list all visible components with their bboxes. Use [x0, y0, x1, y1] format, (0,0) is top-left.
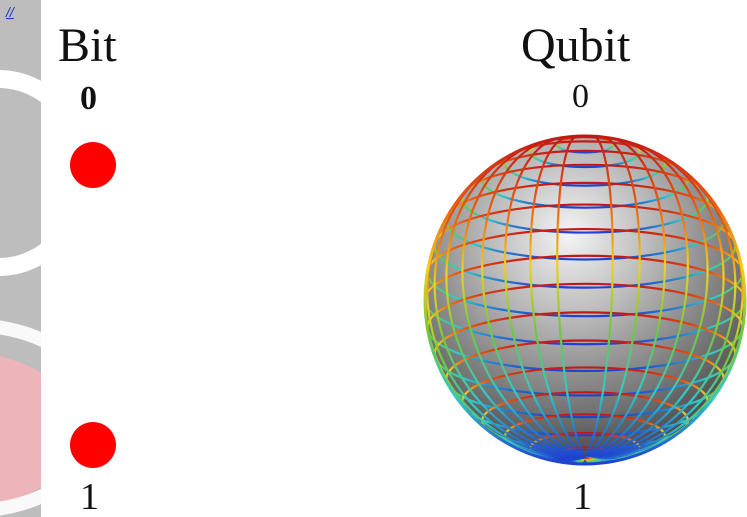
longitude-line [584, 166, 737, 459]
longitude-line [529, 136, 586, 459]
longitude-line [556, 136, 586, 459]
qubit-title: Qubit [521, 19, 631, 72]
decorative-ring-lower [0, 318, 41, 517]
bloch-sphere [423, 134, 747, 466]
left-decorative-band [0, 0, 41, 517]
longitude-line [584, 136, 614, 459]
longitude-line [433, 166, 586, 459]
longitude-line [584, 136, 641, 459]
qubit-state-zero-label: 0 [572, 78, 589, 115]
top-left-link[interactable]: // [6, 4, 14, 20]
sphere-outline [423, 134, 747, 466]
longitude-line [584, 151, 725, 459]
longitude-line [584, 136, 667, 459]
bit-state-zero-dot [70, 142, 116, 188]
decorative-ring [0, 70, 41, 276]
longitude-line [584, 139, 689, 459]
longitude-line [461, 143, 586, 459]
longitude-line [503, 136, 586, 459]
bit-title: Bit [58, 19, 117, 72]
bit-state-one-dot [70, 422, 116, 468]
longitude-line [445, 151, 586, 459]
qubit-state-one-label: 1 [573, 476, 592, 517]
bit-state-zero-label: 0 [80, 80, 97, 117]
longitude-line [481, 139, 586, 459]
bit-state-one-label: 1 [80, 476, 99, 517]
longitude-line [584, 143, 709, 459]
